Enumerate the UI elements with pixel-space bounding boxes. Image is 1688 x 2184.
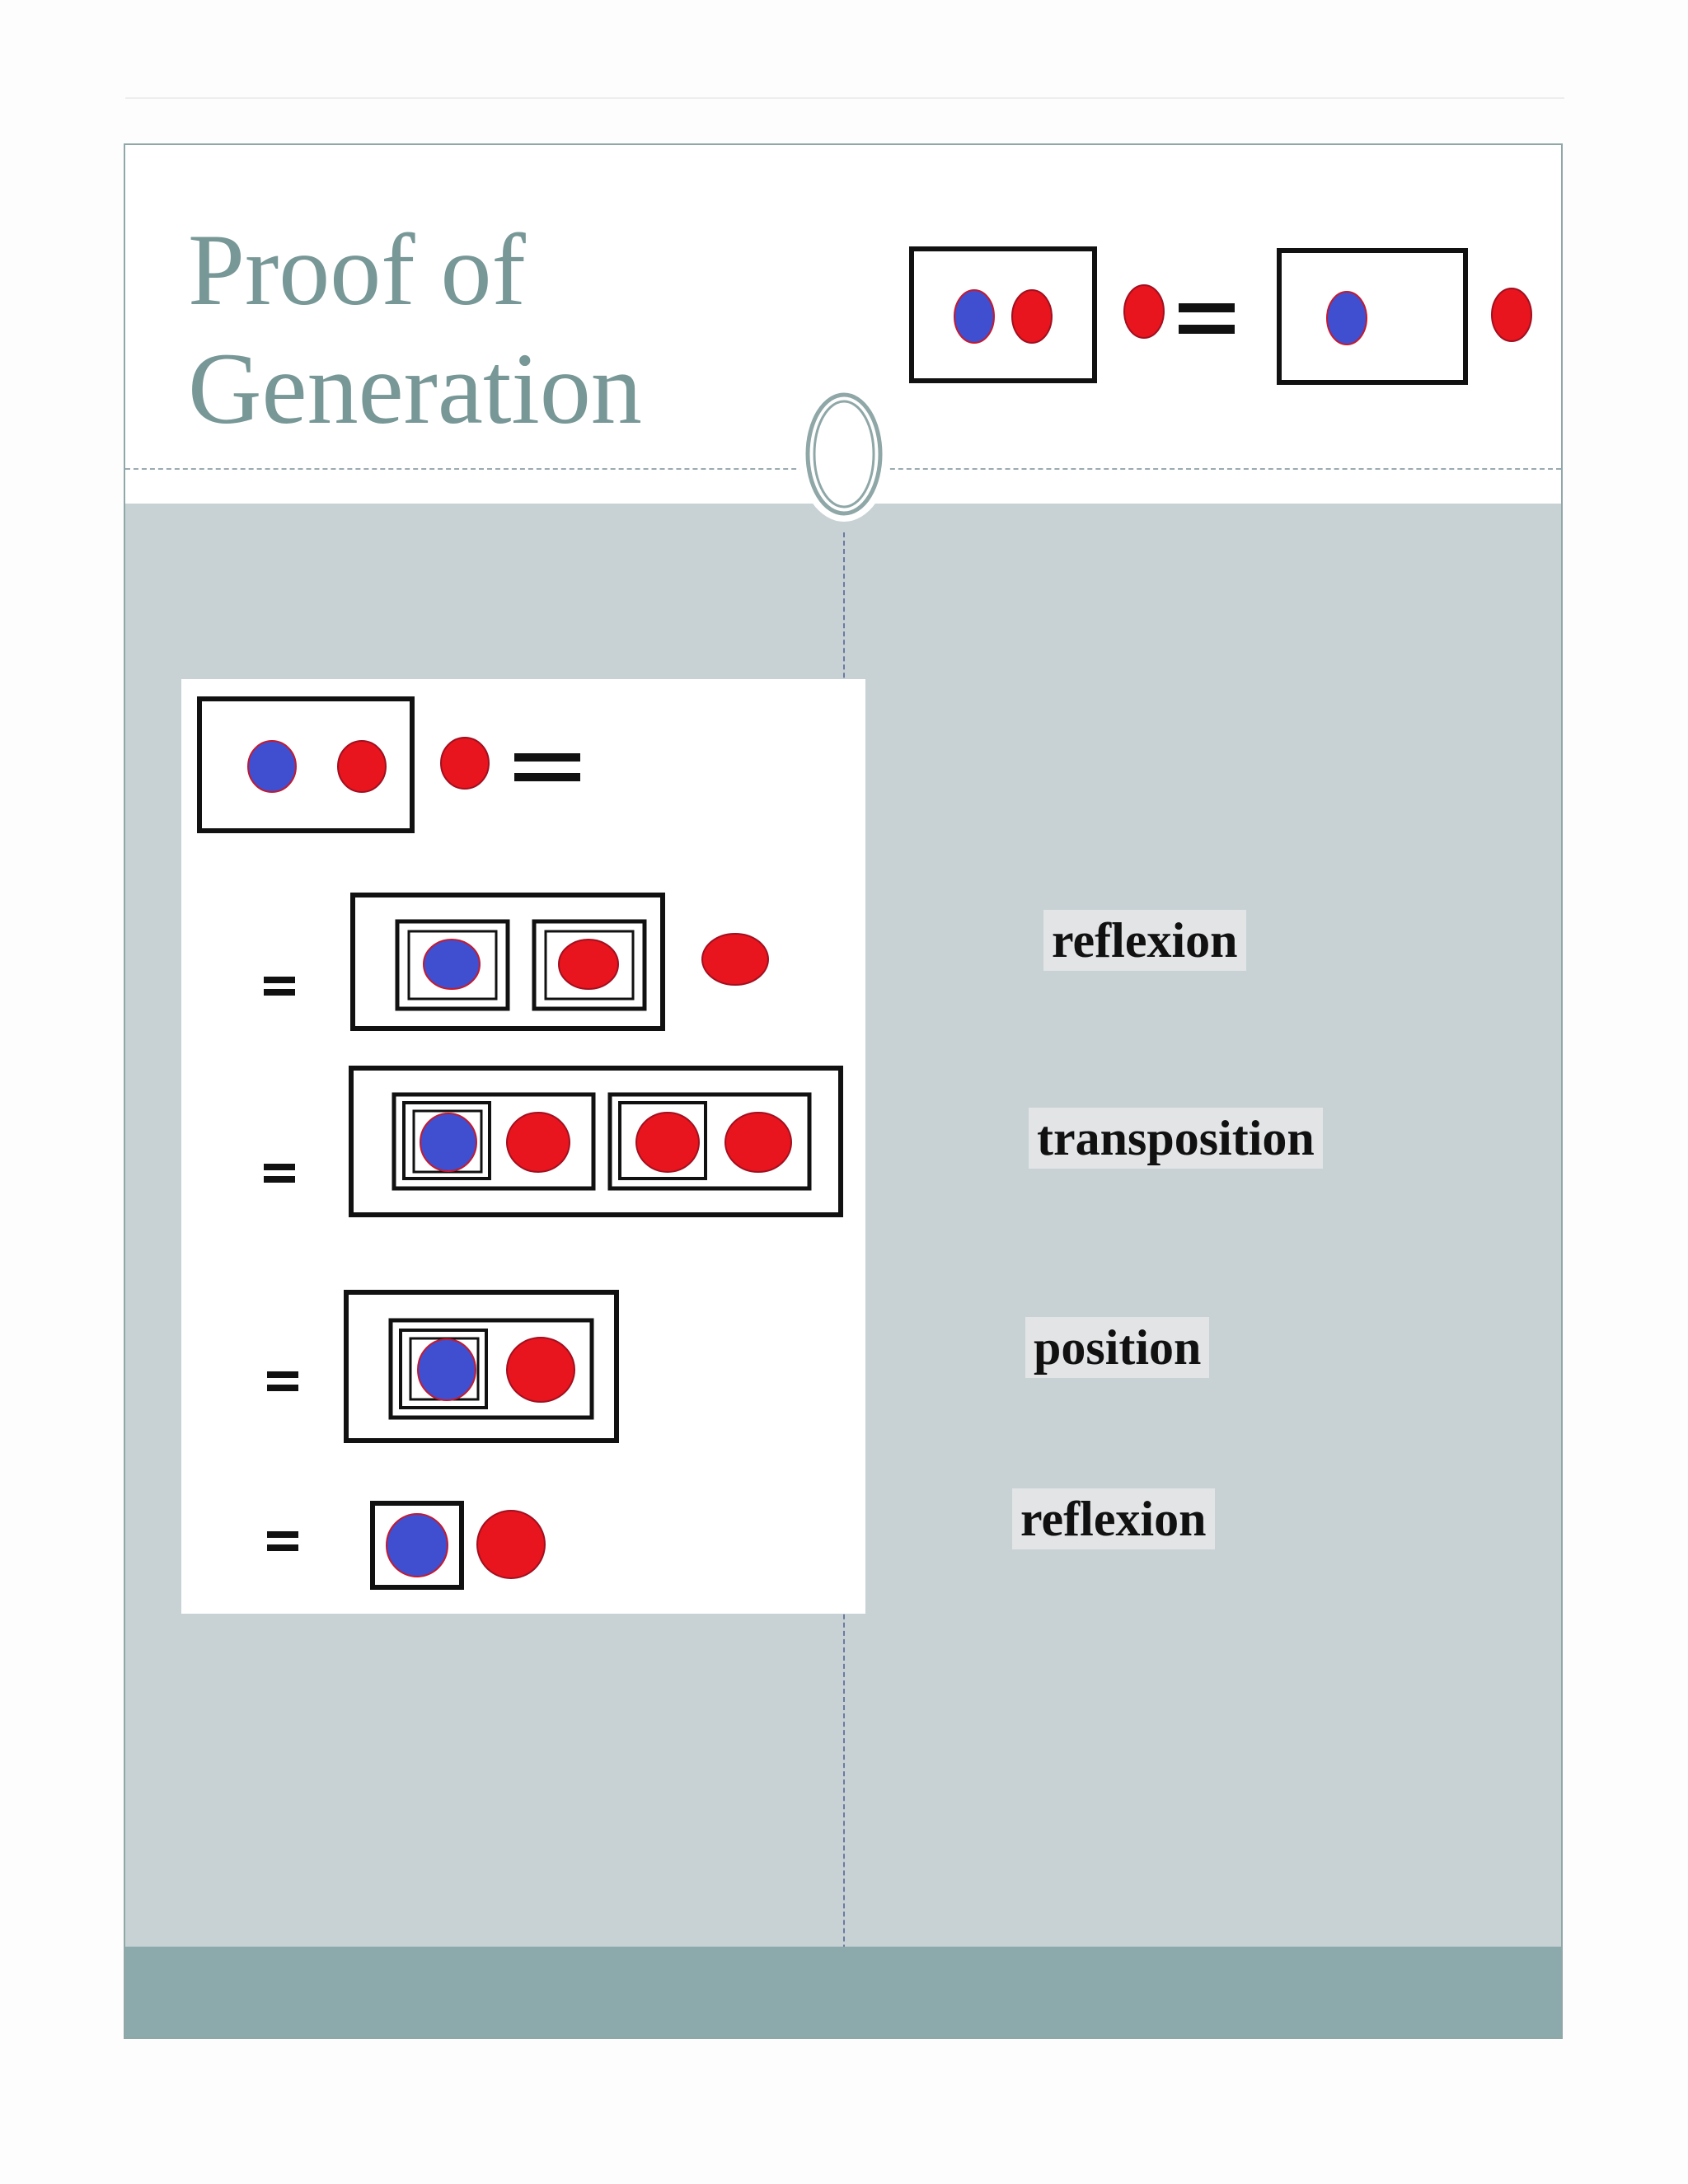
divider-medallion bbox=[799, 390, 889, 522]
red-dot bbox=[1491, 288, 1532, 342]
derivation-diagram bbox=[197, 696, 843, 1590]
slide: Proof of Generation bbox=[124, 143, 1563, 2039]
slide-title: Proof of Generation bbox=[188, 211, 642, 448]
step-label-reflexion-final: reflexion bbox=[1012, 1488, 1215, 1549]
derivation-start bbox=[197, 696, 580, 833]
blue-dot bbox=[423, 939, 481, 990]
blue-dot bbox=[420, 1113, 477, 1172]
step-label-transposition: transposition bbox=[1029, 1108, 1323, 1169]
top-rule bbox=[125, 97, 1564, 99]
step-label-position: position bbox=[1025, 1317, 1210, 1378]
framed-pair-box bbox=[909, 246, 1097, 383]
red-dot bbox=[635, 1112, 700, 1173]
red-dot bbox=[1011, 289, 1053, 344]
slide-footer bbox=[125, 1947, 1561, 2037]
blue-dot bbox=[954, 289, 995, 344]
red-dot bbox=[701, 933, 769, 986]
framed-single-box bbox=[1277, 248, 1468, 385]
derivation-step-4 bbox=[267, 1501, 546, 1590]
red-dot bbox=[558, 939, 619, 990]
red-dot bbox=[1123, 284, 1165, 339]
derivation-panel bbox=[181, 679, 865, 1614]
blue-dot bbox=[386, 1513, 448, 1577]
derivation-step-1 bbox=[264, 893, 769, 1031]
blue-dot bbox=[1326, 291, 1367, 345]
red-dot bbox=[476, 1510, 546, 1579]
red-dot bbox=[506, 1112, 570, 1173]
red-dot bbox=[440, 737, 490, 790]
title-line-1: Proof of bbox=[188, 213, 526, 326]
blue-dot bbox=[247, 740, 297, 793]
equals-sign bbox=[1179, 303, 1235, 334]
red-dot bbox=[337, 740, 387, 793]
header-equation bbox=[909, 246, 1532, 385]
derivation-step-2 bbox=[264, 1066, 843, 1217]
title-line-2: Generation bbox=[188, 332, 642, 445]
step-label-reflexion: reflexion bbox=[1043, 910, 1246, 971]
red-dot bbox=[724, 1112, 792, 1173]
derivation-step-3 bbox=[267, 1290, 619, 1443]
blue-dot bbox=[417, 1338, 476, 1401]
red-dot bbox=[506, 1337, 575, 1403]
